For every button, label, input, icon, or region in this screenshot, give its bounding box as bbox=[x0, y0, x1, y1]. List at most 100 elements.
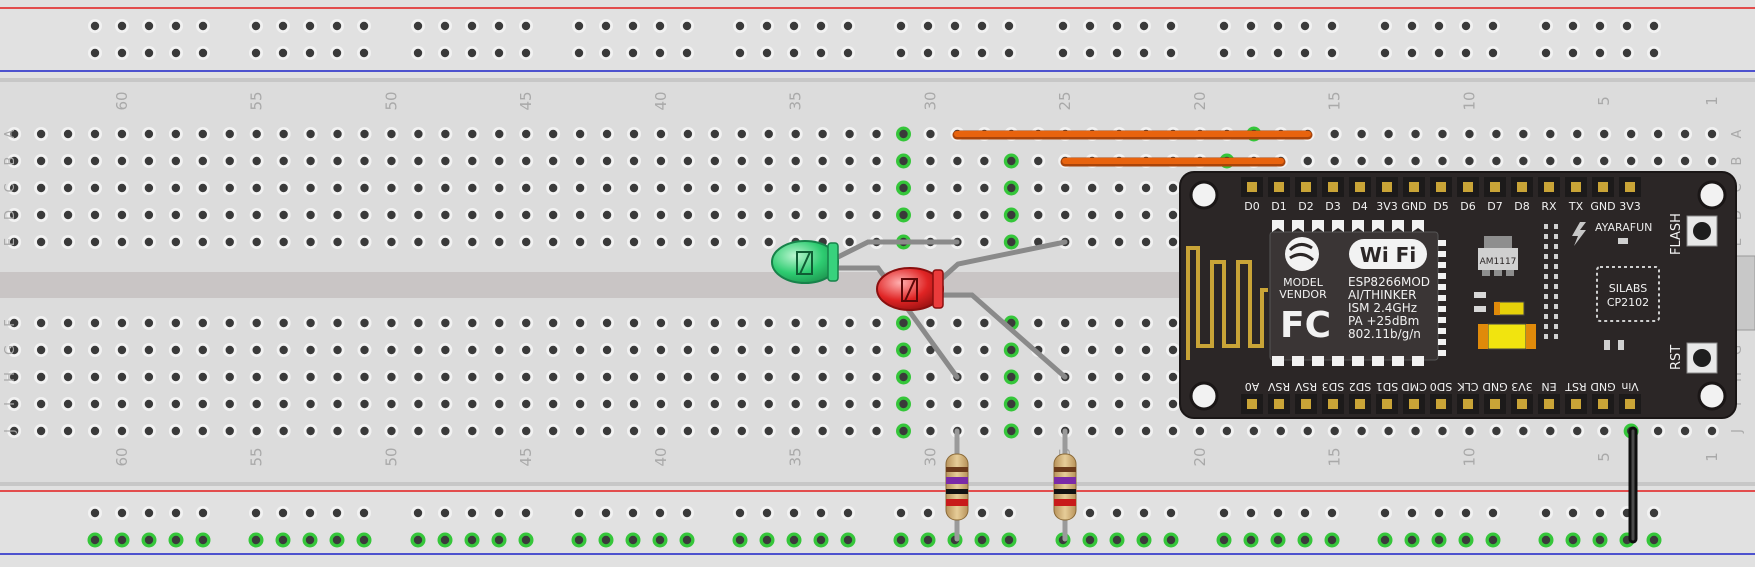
smd-resistor bbox=[1544, 324, 1548, 329]
wifi-logo: Wi Fi bbox=[1349, 239, 1427, 269]
smd-resistor bbox=[1554, 274, 1558, 279]
hole-center bbox=[63, 156, 73, 166]
led-green[interactable] bbox=[771, 240, 839, 284]
hole-center bbox=[791, 156, 800, 166]
hole-center bbox=[1541, 48, 1551, 58]
module-pad bbox=[1438, 295, 1446, 301]
hole-center bbox=[1573, 426, 1582, 436]
hole-center bbox=[90, 129, 100, 139]
hole-center bbox=[1519, 426, 1528, 436]
hole-center bbox=[495, 183, 504, 193]
column-number: 5 bbox=[1595, 96, 1613, 106]
bottom-pin-label: GND bbox=[1590, 380, 1615, 393]
hole-center bbox=[144, 535, 154, 545]
hole-center bbox=[63, 210, 73, 220]
smd-resistor bbox=[1544, 224, 1548, 229]
smd-resistor bbox=[1554, 314, 1558, 319]
top-pin-label: RX bbox=[1541, 200, 1557, 213]
hole-center bbox=[387, 426, 396, 436]
column-number: 20 bbox=[1191, 447, 1209, 466]
hole-center bbox=[818, 345, 827, 355]
board-divider-top bbox=[0, 78, 1755, 82]
hole-center bbox=[1461, 508, 1471, 518]
hole-center bbox=[495, 237, 504, 247]
hole-center bbox=[171, 183, 181, 193]
hole-center bbox=[9, 318, 19, 328]
hole-center bbox=[980, 399, 989, 409]
hole-center bbox=[980, 345, 989, 355]
hole-center bbox=[279, 237, 288, 247]
led-red[interactable] bbox=[876, 267, 944, 311]
hole-center bbox=[1085, 508, 1095, 518]
hole-center bbox=[574, 508, 584, 518]
hole-center bbox=[414, 318, 423, 328]
hole-center bbox=[90, 210, 100, 220]
column-number: 20 bbox=[1191, 91, 1209, 110]
hole-center bbox=[548, 399, 558, 409]
hole-center bbox=[90, 426, 100, 436]
hole-center bbox=[818, 129, 827, 139]
hole-center bbox=[1330, 426, 1339, 436]
hole-center bbox=[1166, 508, 1176, 518]
hole-center bbox=[414, 345, 423, 355]
hole-center bbox=[1273, 48, 1283, 58]
hole-center bbox=[843, 48, 853, 58]
jumper-wire-2[interactable] bbox=[1060, 157, 1286, 167]
bottom-pin-label: SD0 bbox=[1430, 380, 1452, 393]
hole-center bbox=[629, 183, 639, 193]
bottom-pin-label: SD2 bbox=[1349, 380, 1371, 393]
hole-center bbox=[495, 399, 504, 409]
nodemcu-board[interactable]: Wi Fi MODEL VENDOR FC ESP8266MODAI/THINK… bbox=[1179, 171, 1755, 419]
pcb-antenna bbox=[1186, 246, 1268, 360]
jumper-wire-1[interactable] bbox=[952, 130, 1313, 140]
smd-resistor bbox=[1554, 254, 1558, 259]
hole-center bbox=[764, 345, 773, 355]
hole-center bbox=[845, 183, 854, 193]
hole-center bbox=[279, 210, 288, 220]
hole-center bbox=[1085, 48, 1095, 58]
hole-center bbox=[762, 48, 772, 58]
hole-center bbox=[144, 183, 154, 193]
smd-resistor bbox=[1544, 234, 1548, 239]
column-number: 55 bbox=[248, 447, 266, 466]
hole-center bbox=[117, 183, 127, 193]
flash-label: FLASH bbox=[1669, 213, 1684, 255]
hole-center bbox=[1357, 156, 1366, 166]
hole-center bbox=[1465, 426, 1474, 436]
hole-center bbox=[1492, 129, 1501, 139]
hole-center bbox=[710, 183, 720, 193]
reset-button[interactable] bbox=[1686, 342, 1718, 374]
column-number: 60 bbox=[113, 447, 131, 466]
hole-center bbox=[359, 48, 369, 58]
hole-center bbox=[1004, 48, 1014, 58]
hole-center bbox=[468, 372, 477, 382]
resistor-2[interactable] bbox=[1053, 453, 1077, 521]
hole-center bbox=[279, 399, 288, 409]
bottom-pin-label: SD1 bbox=[1376, 380, 1398, 393]
column-number: 1 bbox=[1703, 452, 1721, 462]
hole-center bbox=[1273, 508, 1283, 518]
hole-center bbox=[90, 399, 100, 409]
hole-center bbox=[764, 156, 773, 166]
hole-center bbox=[278, 535, 288, 545]
module-pad bbox=[1272, 356, 1284, 366]
hole-center bbox=[926, 345, 935, 355]
flash-button[interactable] bbox=[1686, 215, 1718, 247]
hole-center bbox=[764, 129, 773, 139]
hole-center bbox=[1300, 21, 1310, 31]
hole-center bbox=[359, 535, 369, 545]
hole-center bbox=[602, 345, 612, 355]
hole-center bbox=[816, 21, 826, 31]
module-pad bbox=[1412, 356, 1424, 366]
hole-center bbox=[1273, 535, 1283, 545]
hole-center bbox=[872, 183, 881, 193]
hole-center bbox=[225, 372, 234, 382]
hole-center bbox=[225, 399, 234, 409]
hole-center bbox=[63, 372, 73, 382]
hole-center bbox=[306, 399, 315, 409]
module-pad bbox=[1438, 306, 1446, 312]
hole-center bbox=[90, 237, 100, 247]
hole-center bbox=[1357, 426, 1366, 436]
bottom-pin-label: 3V3 bbox=[1511, 380, 1533, 393]
resistor-1[interactable] bbox=[945, 453, 969, 521]
